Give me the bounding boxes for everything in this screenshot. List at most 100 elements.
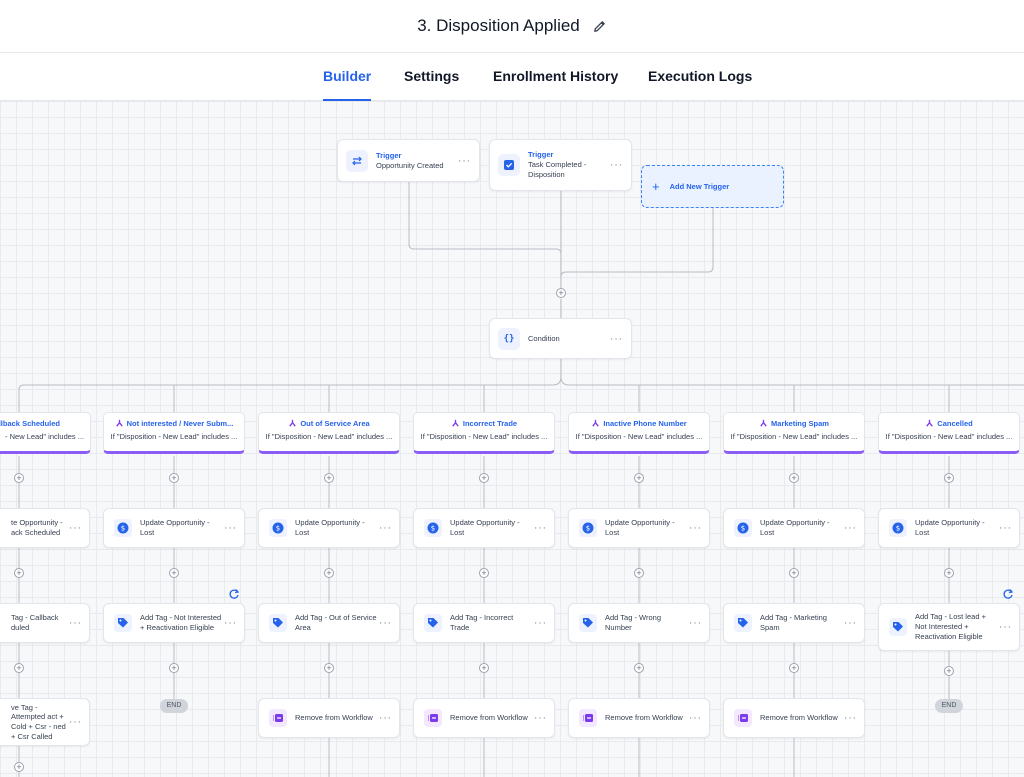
action-label: Update Opportunity - Lost (605, 518, 675, 537)
branch-name: Marketing Spam (724, 419, 864, 428)
more-options-icon[interactable]: ··· (458, 155, 471, 166)
dollar-icon: $ (889, 519, 907, 537)
workflow-title: 3. Disposition Applied (417, 16, 580, 35)
branch-node-callback-scheduled[interactable]: allback Scheduled - New Lead" includes .… (0, 412, 91, 454)
action-node-update-opportunity[interactable]: $ Update Opportunity - Lost ··· (568, 508, 710, 548)
action-node-add-tag[interactable]: Tag - Callback duled ··· (0, 603, 90, 643)
action-node-update-opportunity[interactable]: $ Update Opportunity - Lost ··· (723, 508, 865, 548)
more-options-icon[interactable]: ··· (689, 617, 702, 629)
add-step-plus-icon[interactable]: + (789, 473, 799, 483)
branch-node-out-of-service-area[interactable]: Out of Service Area If "Disposition - Ne… (258, 412, 400, 454)
add-step-plus-icon[interactable]: + (169, 663, 179, 673)
action-label: Update Opportunity - Lost (450, 518, 520, 537)
more-options-icon[interactable]: ··· (379, 712, 392, 724)
workflow-header: 3. Disposition Applied (0, 0, 1024, 53)
add-step-plus-icon[interactable]: + (944, 568, 954, 578)
more-options-icon[interactable]: ··· (69, 716, 82, 728)
add-step-plus-icon[interactable]: + (14, 762, 24, 772)
branch-node-marketing-spam[interactable]: Marketing Spam If "Disposition - New Lea… (723, 412, 865, 454)
workflow-canvas[interactable]: Trigger Opportunity Created ··· Trigger … (0, 101, 1024, 777)
action-node-update-opportunity[interactable]: te Opportunity - ack Scheduled ··· (0, 508, 90, 548)
action-node-add-tag[interactable]: Add Tag - Incorrect Trade ··· (413, 603, 555, 643)
more-options-icon[interactable]: ··· (610, 159, 623, 171)
add-step-plus-icon[interactable]: + (324, 568, 334, 578)
add-step-plus-icon[interactable]: + (169, 473, 179, 483)
action-node-remove-tag[interactable]: ve Tag - Attempted act + Cold + Csr - ne… (0, 698, 90, 746)
branch-name: Cancelled (879, 419, 1019, 428)
more-options-icon[interactable]: ··· (534, 522, 547, 534)
action-node-update-opportunity[interactable]: $ Update Opportunity - Lost ··· (103, 508, 245, 548)
tag-icon (114, 614, 132, 632)
more-options-icon[interactable]: ··· (999, 522, 1012, 534)
action-node-remove-from-workflow[interactable]: Remove from Workflow ··· (568, 698, 710, 738)
more-options-icon[interactable]: ··· (844, 617, 857, 629)
branch-node-inactive-phone-number[interactable]: Inactive Phone Number If "Disposition - … (568, 412, 710, 454)
remove-workflow-icon (424, 709, 442, 727)
refresh-icon[interactable] (228, 587, 240, 599)
more-options-icon[interactable]: ··· (224, 522, 237, 534)
action-label: Update Opportunity - Lost (295, 518, 365, 537)
add-new-trigger-button[interactable]: + Add New Trigger (641, 165, 784, 208)
more-options-icon[interactable]: ··· (689, 712, 702, 724)
action-node-add-tag[interactable]: Add Tag - Not Interested + Reactivation … (103, 603, 245, 643)
branch-node-incorrect-trade[interactable]: Incorrect Trade If "Disposition - New Le… (413, 412, 555, 454)
more-options-icon[interactable]: ··· (610, 333, 623, 344)
add-step-plus-icon[interactable]: + (479, 473, 489, 483)
action-node-add-tag[interactable]: Add Tag - Marketing Spam ··· (723, 603, 865, 643)
add-step-plus-icon[interactable]: + (634, 568, 644, 578)
action-node-remove-from-workflow[interactable]: Remove from Workflow ··· (723, 698, 865, 738)
tab-settings[interactable]: Settings (404, 68, 460, 84)
action-label: ve Tag - Attempted act + Cold + Csr - ne… (11, 702, 66, 741)
action-node-update-opportunity[interactable]: $ Update Opportunity - Lost ··· (413, 508, 555, 548)
tag-icon (579, 614, 597, 632)
more-options-icon[interactable]: ··· (999, 621, 1012, 633)
action-node-remove-from-workflow[interactable]: Remove from Workflow ··· (413, 698, 555, 738)
tab-enrollment-history[interactable]: Enrollment History (493, 68, 619, 84)
add-step-plus-icon[interactable]: + (14, 663, 24, 673)
trigger-node-task-completed[interactable]: Trigger Task Completed - Disposition ··· (489, 139, 632, 191)
more-options-icon[interactable]: ··· (534, 712, 547, 724)
more-options-icon[interactable]: ··· (534, 617, 547, 629)
more-options-icon[interactable]: ··· (844, 522, 857, 534)
action-node-add-tag[interactable]: Add Tag - Wrong Number ··· (568, 603, 710, 643)
action-node-update-opportunity[interactable]: $ Update Opportunity - Lost ··· (258, 508, 400, 548)
tab-builder[interactable]: Builder (323, 53, 372, 101)
add-step-plus-icon[interactable]: + (14, 473, 24, 483)
trigger-node-opportunity-created[interactable]: Trigger Opportunity Created ··· (337, 139, 480, 182)
more-options-icon[interactable]: ··· (379, 522, 392, 534)
refresh-icon[interactable] (1002, 587, 1014, 599)
add-step-plus-icon[interactable]: + (789, 568, 799, 578)
action-node-remove-from-workflow[interactable]: Remove from Workflow ··· (258, 698, 400, 738)
condition-node[interactable]: {} Condition ··· (489, 318, 632, 359)
end-badge: END (935, 699, 963, 713)
branch-node-cancelled[interactable]: Cancelled If "Disposition - New Lead" in… (878, 412, 1020, 454)
swap-arrows-icon (346, 149, 368, 172)
add-step-plus-icon[interactable]: + (14, 568, 24, 578)
dollar-icon: $ (114, 519, 132, 537)
add-step-plus-icon[interactable]: + (634, 663, 644, 673)
more-options-icon[interactable]: ··· (69, 522, 82, 534)
more-options-icon[interactable]: ··· (379, 617, 392, 629)
action-node-add-tag[interactable]: Add Tag - Out of Service Area ··· (258, 603, 400, 643)
add-step-plus-icon[interactable]: + (479, 663, 489, 673)
action-node-update-opportunity[interactable]: $ Update Opportunity - Lost ··· (878, 508, 1020, 548)
pencil-icon[interactable] (592, 19, 607, 34)
action-label: Add Tag - Lost lead + Not Interested + R… (915, 612, 986, 641)
more-options-icon[interactable]: ··· (844, 712, 857, 724)
add-step-plus-icon[interactable]: + (479, 568, 489, 578)
action-node-add-tag[interactable]: Add Tag - Lost lead + Not Interested + R… (878, 603, 1020, 651)
add-step-plus-icon[interactable]: + (324, 663, 334, 673)
add-step-plus-icon[interactable]: + (944, 666, 954, 676)
add-step-plus-icon[interactable]: + (556, 288, 566, 298)
tab-execution-logs[interactable]: Execution Logs (648, 68, 753, 84)
more-options-icon[interactable]: ··· (69, 617, 82, 629)
add-step-plus-icon[interactable]: + (324, 473, 334, 483)
add-step-plus-icon[interactable]: + (944, 473, 954, 483)
trigger-title: Trigger (528, 150, 554, 160)
branch-node-not-interested[interactable]: Not interested / Never Subm... If "Dispo… (103, 412, 245, 454)
add-step-plus-icon[interactable]: + (634, 473, 644, 483)
more-options-icon[interactable]: ··· (224, 617, 237, 629)
add-step-plus-icon[interactable]: + (169, 568, 179, 578)
add-step-plus-icon[interactable]: + (789, 663, 799, 673)
more-options-icon[interactable]: ··· (689, 522, 702, 534)
